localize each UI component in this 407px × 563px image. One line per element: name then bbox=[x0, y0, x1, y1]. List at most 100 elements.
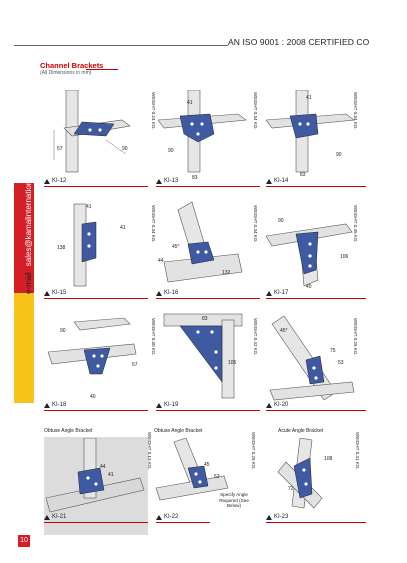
dim-top: 90 bbox=[60, 328, 66, 334]
caption-ki-22: KI-22 bbox=[156, 514, 210, 523]
dim-height: 57 bbox=[57, 146, 63, 152]
weight-label: WEIGHT 0.24 KG. bbox=[151, 92, 156, 130]
weight-label: WEIGHT 0.25 KG. bbox=[353, 318, 358, 356]
caption-ki-20: KI-20 bbox=[266, 402, 366, 411]
triangle-icon bbox=[266, 178, 272, 184]
dim-side: 41 bbox=[120, 225, 126, 231]
weight-label: WEIGHT 0.34 KG. bbox=[253, 205, 258, 243]
dim-side: 90 bbox=[168, 148, 174, 154]
product-title: Obtuse Angle Bracket bbox=[44, 428, 93, 434]
bracket-illustration bbox=[269, 315, 355, 401]
triangle-icon bbox=[44, 290, 50, 296]
dim-length: 108 bbox=[324, 456, 333, 462]
weight-label: WEIGHT 0.34 KG. bbox=[353, 92, 358, 130]
triangle-icon bbox=[266, 290, 272, 296]
triangle-icon bbox=[44, 402, 50, 408]
product-code: KI-21 bbox=[52, 514, 67, 520]
weight-label: WEIGHT 0.13 KG. bbox=[147, 432, 152, 470]
dim-side: 105 bbox=[228, 360, 237, 366]
dim-angle: 45° bbox=[172, 244, 180, 250]
caption-rule bbox=[156, 186, 260, 187]
product-code: KI-18 bbox=[52, 402, 67, 408]
dim-side: 52 bbox=[214, 474, 220, 480]
caption-ki-23: KI-23 bbox=[266, 514, 366, 523]
caption-ki-14: KI-14 bbox=[266, 178, 366, 187]
triangle-icon bbox=[44, 178, 50, 184]
dim-side: 57 bbox=[132, 362, 138, 368]
dim-top: 83 bbox=[202, 316, 208, 322]
product-code: KI-15 bbox=[52, 290, 67, 296]
angle-note: Specify Angle Required (See Below) bbox=[219, 492, 249, 508]
dim-angle: 45 bbox=[204, 462, 210, 468]
product-code: KI-22 bbox=[164, 514, 179, 520]
product-title: Obtuse Angle Bracket bbox=[154, 428, 203, 434]
triangle-icon bbox=[156, 514, 162, 520]
dim-length: 132 bbox=[222, 270, 231, 276]
bracket-illustration bbox=[277, 438, 323, 509]
section-title: Channel Brackets bbox=[40, 61, 104, 70]
product-code: KI-13 bbox=[164, 178, 179, 184]
caption-rule bbox=[44, 410, 148, 411]
bracket-illustration bbox=[163, 201, 243, 283]
caption-rule bbox=[44, 522, 148, 523]
email-label: e-mail bbox=[24, 272, 33, 294]
bracket-illustration bbox=[266, 223, 353, 287]
caption-ki-16: KI-16 bbox=[156, 290, 260, 299]
caption-rule bbox=[266, 186, 366, 187]
dim-side: 53 bbox=[338, 360, 344, 366]
bracket-illustration bbox=[45, 438, 145, 513]
triangle-icon bbox=[156, 178, 162, 184]
dim-height: 106 bbox=[340, 254, 349, 260]
caption-ki-19: KI-19 bbox=[156, 402, 260, 411]
dim-length: 90 bbox=[122, 146, 128, 152]
weight-label: WEIGHT 0.31 KG. bbox=[355, 432, 360, 470]
section-title-underline bbox=[86, 69, 118, 70]
caption-ki-21: KI-21 bbox=[44, 514, 148, 523]
dim-bottom: 72 bbox=[288, 486, 294, 492]
section-subtitle: (All Dimensions in mm) bbox=[40, 70, 92, 76]
dim-height: 44 bbox=[158, 258, 164, 264]
bracket-illustration bbox=[155, 438, 229, 501]
dim-height: 138 bbox=[57, 245, 66, 251]
caption-rule bbox=[44, 186, 148, 187]
bracket-illustration bbox=[158, 90, 247, 173]
bracket-illustration bbox=[266, 90, 355, 173]
bracket-illustration bbox=[47, 317, 137, 375]
caption-ki-13: KI-13 bbox=[156, 178, 260, 187]
sidebar-email[interactable]: e-mail sales@kamalinternational.in bbox=[24, 166, 33, 294]
sidebar-yellow-band bbox=[14, 293, 34, 403]
product-code: KI-14 bbox=[274, 178, 289, 184]
weight-label: WEIGHT 0.25 KG. bbox=[251, 432, 256, 470]
caption-ki-17: KI-17 bbox=[266, 290, 366, 299]
weight-label: WEIGHT 0.45 KG. bbox=[353, 205, 358, 243]
header-rule bbox=[14, 45, 228, 46]
sidebar-red-band bbox=[14, 183, 34, 293]
dim-height: 44 bbox=[100, 464, 106, 470]
dim-bottom: 40 bbox=[90, 394, 96, 400]
product-title: Acute Angle Bracket bbox=[278, 428, 324, 434]
dim-bottom: 83 bbox=[192, 175, 198, 181]
dim-top: 90 bbox=[278, 218, 284, 224]
product-code: KI-20 bbox=[274, 402, 289, 408]
bracket-illustration bbox=[53, 90, 131, 173]
dim-length: 75 bbox=[330, 348, 336, 354]
dim-width: 41 bbox=[108, 472, 114, 478]
page-number: 10 bbox=[18, 535, 30, 547]
product-code: KI-23 bbox=[274, 514, 289, 520]
dim-top: 41 bbox=[187, 100, 193, 106]
product-code: KI-17 bbox=[274, 290, 289, 296]
product-code: KI-12 bbox=[52, 178, 67, 184]
dim-top: 41 bbox=[306, 95, 312, 101]
weight-label: WEIGHT 0.34 KG. bbox=[253, 92, 258, 130]
caption-rule bbox=[156, 298, 260, 299]
triangle-icon bbox=[156, 290, 162, 296]
caption-ki-18: KI-18 bbox=[44, 402, 148, 411]
dim-side: 90 bbox=[336, 152, 342, 158]
dim-bottom: 83 bbox=[300, 172, 306, 178]
email-address[interactable]: sales@kamalinternational.in bbox=[24, 166, 33, 267]
caption-rule bbox=[156, 410, 260, 411]
caption-rule bbox=[44, 298, 148, 299]
weight-label: WEIGHT 0.42 KG. bbox=[253, 318, 258, 356]
caption-rule bbox=[156, 522, 210, 523]
